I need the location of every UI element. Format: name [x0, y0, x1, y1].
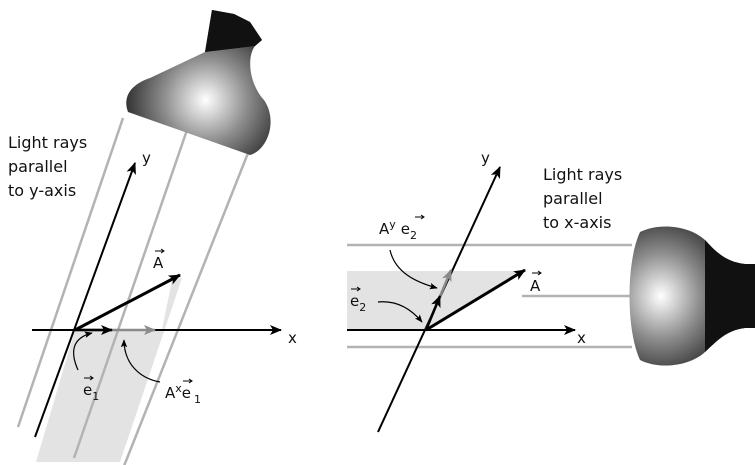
right-leader-component [389, 249, 438, 290]
left-vector-A [74, 273, 181, 332]
left-shadow-strip [36, 278, 182, 462]
left-panel: Light rays parallel to y-axis x y A e1 A… [8, 10, 297, 465]
left-x-axis-label: x [288, 329, 297, 347]
right-basis-label: e2 [350, 286, 366, 314]
svg-text:A: A [530, 277, 541, 295]
left-caption-line: parallel [8, 157, 68, 176]
left-caption-line: to y-axis [8, 181, 76, 200]
right-leader-e2 [377, 301, 423, 323]
right-vector-label: A [530, 270, 542, 295]
svg-text:e2: e2 [350, 292, 366, 314]
right-caption-line: to x-axis [543, 213, 611, 232]
left-ray-line [72, 129, 189, 459]
right-caption-line: parallel [543, 189, 603, 208]
right-basis-arrow [424, 295, 442, 331]
left-y-axis-label: y [142, 149, 151, 167]
left-lamp-icon [126, 10, 271, 155]
left-leader-component [120, 339, 161, 383]
right-shadow-strip [347, 271, 522, 330]
left-y-axis [34, 162, 136, 438]
right-x-axis-label: x [577, 329, 586, 347]
left-vector-label: A [153, 248, 165, 272]
left-ray-line [123, 147, 252, 465]
left-leader-e1 [73, 331, 93, 371]
svg-text:A: A [153, 254, 164, 272]
right-y-axis-label: y [481, 149, 490, 167]
right-lamp-icon [629, 226, 755, 366]
left-basis-label: e1 [83, 375, 99, 403]
left-caption: Light rays parallel to y-axis [8, 133, 92, 200]
right-caption-line: Light rays [543, 165, 622, 184]
left-caption-line: Light rays [8, 133, 87, 152]
right-vector-A [425, 268, 526, 332]
right-caption: Light rays parallel to x-axis [543, 165, 627, 232]
svg-text:e1: e1 [83, 381, 99, 403]
left-ray-line [16, 117, 125, 428]
